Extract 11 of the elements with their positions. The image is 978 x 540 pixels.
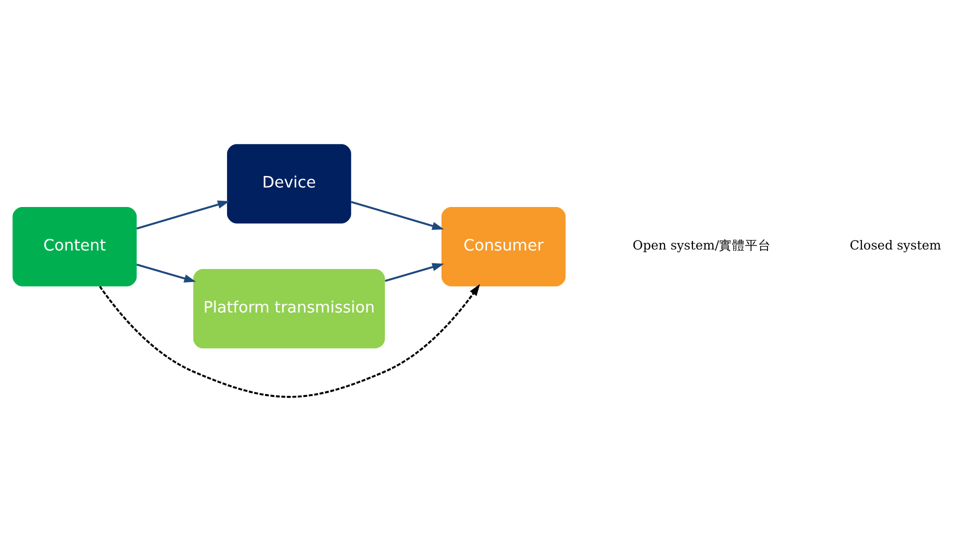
node-box: Content [12, 206, 137, 286]
legend-label: Closed system [850, 237, 942, 252]
arrow [136, 200, 230, 229]
arrow [99, 284, 480, 398]
legend-label: Open system/實體平台 [632, 237, 772, 252]
arrow [350, 200, 444, 230]
node-box: Consumer [441, 206, 566, 286]
arrow [136, 263, 196, 282]
arrow [384, 262, 444, 282]
node-box: Platform transmission [193, 268, 385, 348]
node-box: Device [227, 144, 352, 223]
